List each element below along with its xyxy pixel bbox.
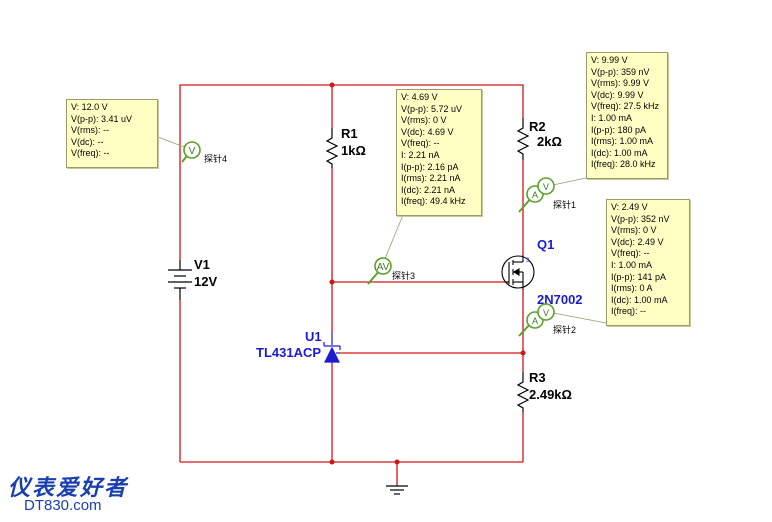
readout-line: V(p-p): 3.41 uV: [71, 113, 133, 124]
voltmeter-icon: V: [189, 146, 196, 157]
u1-name: U1: [305, 329, 322, 344]
readout-line: V(freq): --: [401, 138, 440, 149]
readout-line: I(freq): 28.0 kHz: [591, 159, 656, 170]
r3-value: 2.49kΩ: [529, 387, 572, 402]
ammeter-icon: A: [532, 316, 538, 326]
readout-line: I(p-p): 180 pA: [591, 124, 647, 135]
readout-line: V(p-p): 5.72 uV: [401, 103, 463, 114]
readout-line: V(p-p): 352 nV: [611, 213, 670, 224]
probe-2-label: 探针2: [553, 324, 576, 335]
junctions: [329, 82, 526, 465]
probe-4[interactable]: V: [157, 136, 201, 163]
readout-line: V(rms): 0 V: [611, 225, 657, 236]
battery-v1[interactable]: [168, 260, 192, 300]
ammeter-voltmeter-icon: AV: [377, 262, 390, 273]
readout-line: V: 12.0 V: [71, 102, 108, 112]
probe-1[interactable]: A V: [518, 177, 587, 213]
readout-line: I(dc): 1.00 mA: [611, 294, 668, 305]
readout-line: I(p-p): 141 pA: [611, 271, 667, 282]
r1-value: 1kΩ: [341, 143, 366, 158]
shunt-regulator-u1[interactable]: [323, 333, 341, 363]
readout-line: V(dc): 2.49 V: [611, 236, 664, 247]
readout-line: I: 1.00 mA: [611, 259, 653, 270]
wire-top: [179, 84, 524, 260]
readout-line: I(freq): --: [611, 306, 646, 317]
junction: [394, 459, 400, 465]
junction: [329, 459, 335, 465]
readout-line: V: 4.69 V: [401, 92, 438, 102]
mosfet-q1[interactable]: [501, 255, 535, 290]
readout-line: V(freq): --: [71, 148, 110, 159]
readout-line: I(rms): 1.00 mA: [591, 136, 654, 147]
junction: [520, 350, 526, 356]
readout-line: I: 2.21 nA: [401, 149, 440, 160]
resistor-r2[interactable]: [516, 118, 530, 160]
readout-line: V(dc): 4.69 V: [401, 126, 454, 137]
probe-3[interactable]: AV: [367, 214, 404, 285]
junction: [329, 279, 335, 285]
resistor-r3[interactable]: [516, 372, 530, 412]
r2-name: R2: [529, 119, 546, 134]
readout-line: I: 1.00 mA: [591, 112, 633, 123]
u1-value: TL431ACP: [256, 345, 321, 360]
q1-name: Q1: [537, 237, 554, 252]
readout-line: I(p-p): 2.16 pA: [401, 161, 459, 172]
probe-3-label: 探针3: [392, 270, 415, 281]
readout-line: V(dc): 9.99 V: [591, 89, 644, 100]
readout-line: V(freq): --: [611, 248, 650, 259]
readout-line: V(rms): --: [71, 125, 109, 136]
resistor-r1[interactable]: [325, 128, 339, 168]
watermark-site: DT830.com: [24, 497, 102, 514]
readout-line: I(dc): 1.00 mA: [591, 147, 648, 158]
probe-2[interactable]: A V: [518, 303, 607, 337]
junction: [329, 82, 335, 88]
q1-pin-mark: 3: [526, 258, 530, 264]
probe-4-label: 探针4: [204, 153, 227, 164]
readout-line: V(p-p): 359 nV: [591, 66, 650, 77]
ground-symbol[interactable]: [386, 485, 408, 495]
q1-value: 2N7002: [537, 292, 583, 307]
readout-line: I(rms): 0 A: [611, 283, 653, 294]
readout-line: I(dc): 2.21 nA: [401, 184, 456, 195]
v1-value: 12V: [194, 274, 217, 289]
v1-name: V1: [194, 257, 210, 272]
readout-line: V: 2.49 V: [611, 202, 648, 212]
wires: [179, 84, 524, 486]
readout-line: I(freq): 49.4 kHz: [401, 196, 466, 207]
ammeter-icon: A: [532, 190, 538, 200]
r1-name: R1: [341, 126, 358, 141]
readout-line: V(rms): 9.99 V: [591, 78, 650, 89]
voltmeter-icon: V: [543, 308, 549, 318]
readout-line: V: 9.99 V: [591, 55, 628, 65]
readout-line: V(dc): --: [71, 136, 104, 147]
r3-name: R3: [529, 370, 546, 385]
readout-line: V(rms): 0 V: [401, 115, 447, 126]
readout-line: V(freq): 27.5 kHz: [591, 101, 660, 112]
probe-1-label: 探针1: [553, 199, 576, 210]
readout-line: I(rms): 2.21 nA: [401, 173, 461, 184]
voltmeter-icon: V: [543, 182, 549, 192]
watermark-logo: 仪表爱好者: [8, 475, 129, 501]
r2-value: 2kΩ: [537, 134, 562, 149]
